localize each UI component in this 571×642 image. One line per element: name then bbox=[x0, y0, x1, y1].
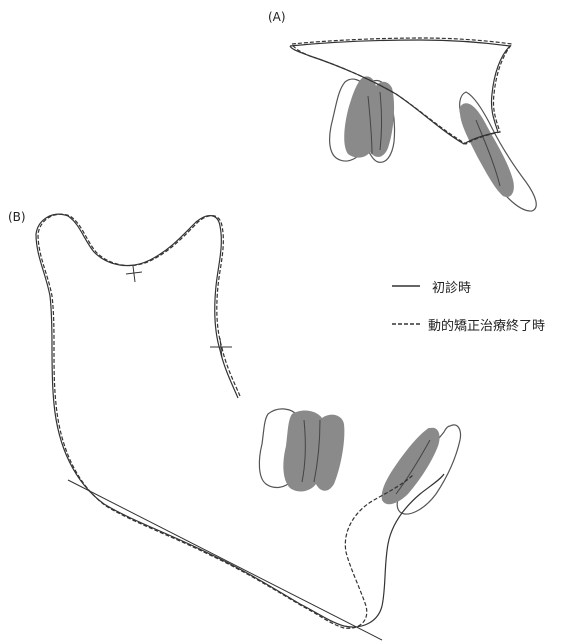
mandibular-plane-line bbox=[68, 480, 382, 640]
mandible-outline-initial bbox=[36, 214, 444, 627]
legend-item-final: 動的矯正治療終了時 bbox=[428, 315, 545, 334]
maxilla-group bbox=[290, 38, 536, 211]
panel-label-a: (A) bbox=[268, 10, 286, 24]
mandibular-incisor-final bbox=[382, 428, 440, 505]
landmark-mark-notch bbox=[126, 266, 142, 282]
mandible-group bbox=[36, 214, 461, 640]
mandible-outline-final bbox=[38, 214, 414, 628]
legend-item-initial: 初診時 bbox=[432, 277, 471, 296]
mandibular-molar-final bbox=[283, 411, 344, 492]
panel-label-b: (B) bbox=[8, 210, 26, 224]
